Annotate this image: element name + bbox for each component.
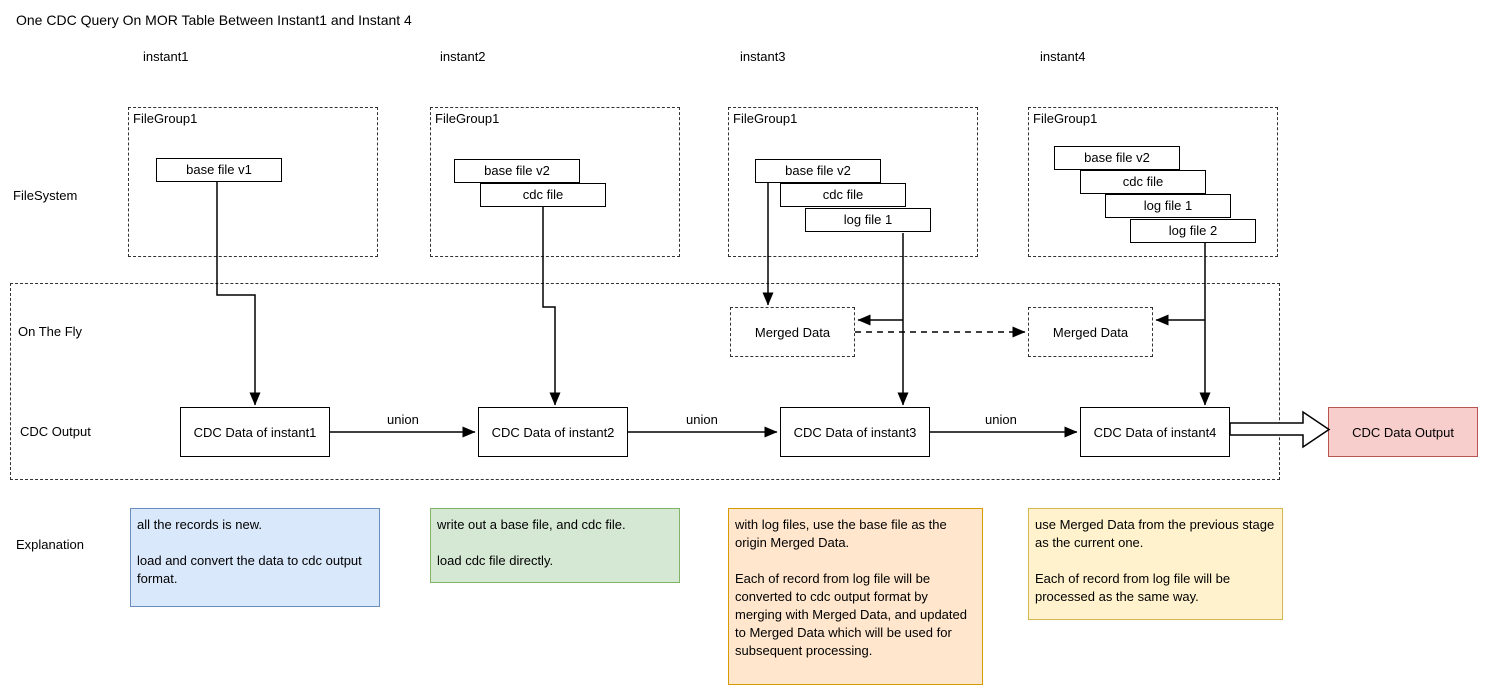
explanation-instant1: all the records is new. load and convert… (130, 508, 380, 607)
filegroup-title: FileGroup1 (435, 111, 500, 126)
cdc-data-instant1: CDC Data of instant1 (180, 407, 330, 457)
explanation-instant2: write out a base file, and cdc file. loa… (430, 508, 680, 583)
file-box-base-v2: base file v2 (1054, 146, 1180, 170)
union-label-1: union (387, 412, 419, 427)
explanation-paragraph: write out a base file, and cdc file. (437, 517, 626, 532)
filegroup-title: FileGroup1 (733, 111, 798, 126)
filegroup-title: FileGroup1 (1033, 111, 1098, 126)
instant3-label: instant3 (740, 49, 786, 64)
filegroup-instant2: FileGroup1 base file v2 cdc file (430, 107, 680, 257)
cdc-data-instant4: CDC Data of instant4 (1080, 407, 1230, 457)
instant1-label: instant1 (143, 49, 189, 64)
row-label-cdc-output: CDC Output (20, 424, 91, 439)
processing-container (10, 283, 1280, 480)
file-box-base-v2: base file v2 (755, 159, 881, 183)
cdc-data-output: CDC Data Output (1328, 407, 1478, 457)
instant2-label: instant2 (440, 49, 486, 64)
explanation-paragraph: load and convert the data to cdc output … (137, 553, 362, 586)
filegroup-title: FileGroup1 (133, 111, 198, 126)
explanation-paragraph: with log files, use the base file as the… (735, 517, 947, 550)
merged-data-instant4: Merged Data (1028, 307, 1153, 357)
row-label-on-the-fly: On The Fly (18, 324, 83, 339)
explanation-instant4: use Merged Data from the previous stage … (1028, 508, 1283, 620)
merged-data-instant3: Merged Data (730, 307, 855, 357)
explanation-paragraph: load cdc file directly. (437, 553, 554, 568)
cdc-data-instant2: CDC Data of instant2 (478, 407, 628, 457)
file-box-log-file-1: log file 1 (805, 208, 931, 232)
file-box-base-v2: base file v2 (454, 159, 580, 183)
diagram-title: One CDC Query On MOR Table Between Insta… (16, 12, 412, 28)
file-box-cdc-file: cdc file (780, 183, 906, 207)
explanation-paragraph: Each of record from log file will be pro… (1035, 571, 1231, 604)
union-label-2: union (686, 412, 718, 427)
file-box-log-file-2: log file 2 (1130, 219, 1256, 243)
file-box-cdc-file: cdc file (480, 183, 606, 207)
file-box-cdc-file: cdc file (1080, 170, 1206, 194)
explanation-instant3: with log files, use the base file as the… (728, 508, 983, 685)
filegroup-instant3: FileGroup1 base file v2 cdc file log fil… (728, 107, 978, 257)
union-label-3: union (985, 412, 1017, 427)
explanation-paragraph: all the records is new. (137, 517, 263, 532)
filegroup-instant1: FileGroup1 base file v1 (128, 107, 378, 257)
instant4-label: instant4 (1040, 49, 1086, 64)
explanation-paragraph: Each of record from log file will be con… (735, 571, 967, 658)
filegroup-instant4: FileGroup1 base file v2 cdc file log fil… (1028, 107, 1278, 257)
file-box-base-v1: base file v1 (156, 158, 282, 182)
file-box-log-file-1: log file 1 (1105, 194, 1231, 218)
row-label-explanation: Explanation (16, 537, 84, 552)
explanation-paragraph: use Merged Data from the previous stage … (1035, 517, 1275, 550)
cdc-data-instant3: CDC Data of instant3 (780, 407, 930, 457)
row-label-filesystem: FileSystem (13, 188, 78, 203)
